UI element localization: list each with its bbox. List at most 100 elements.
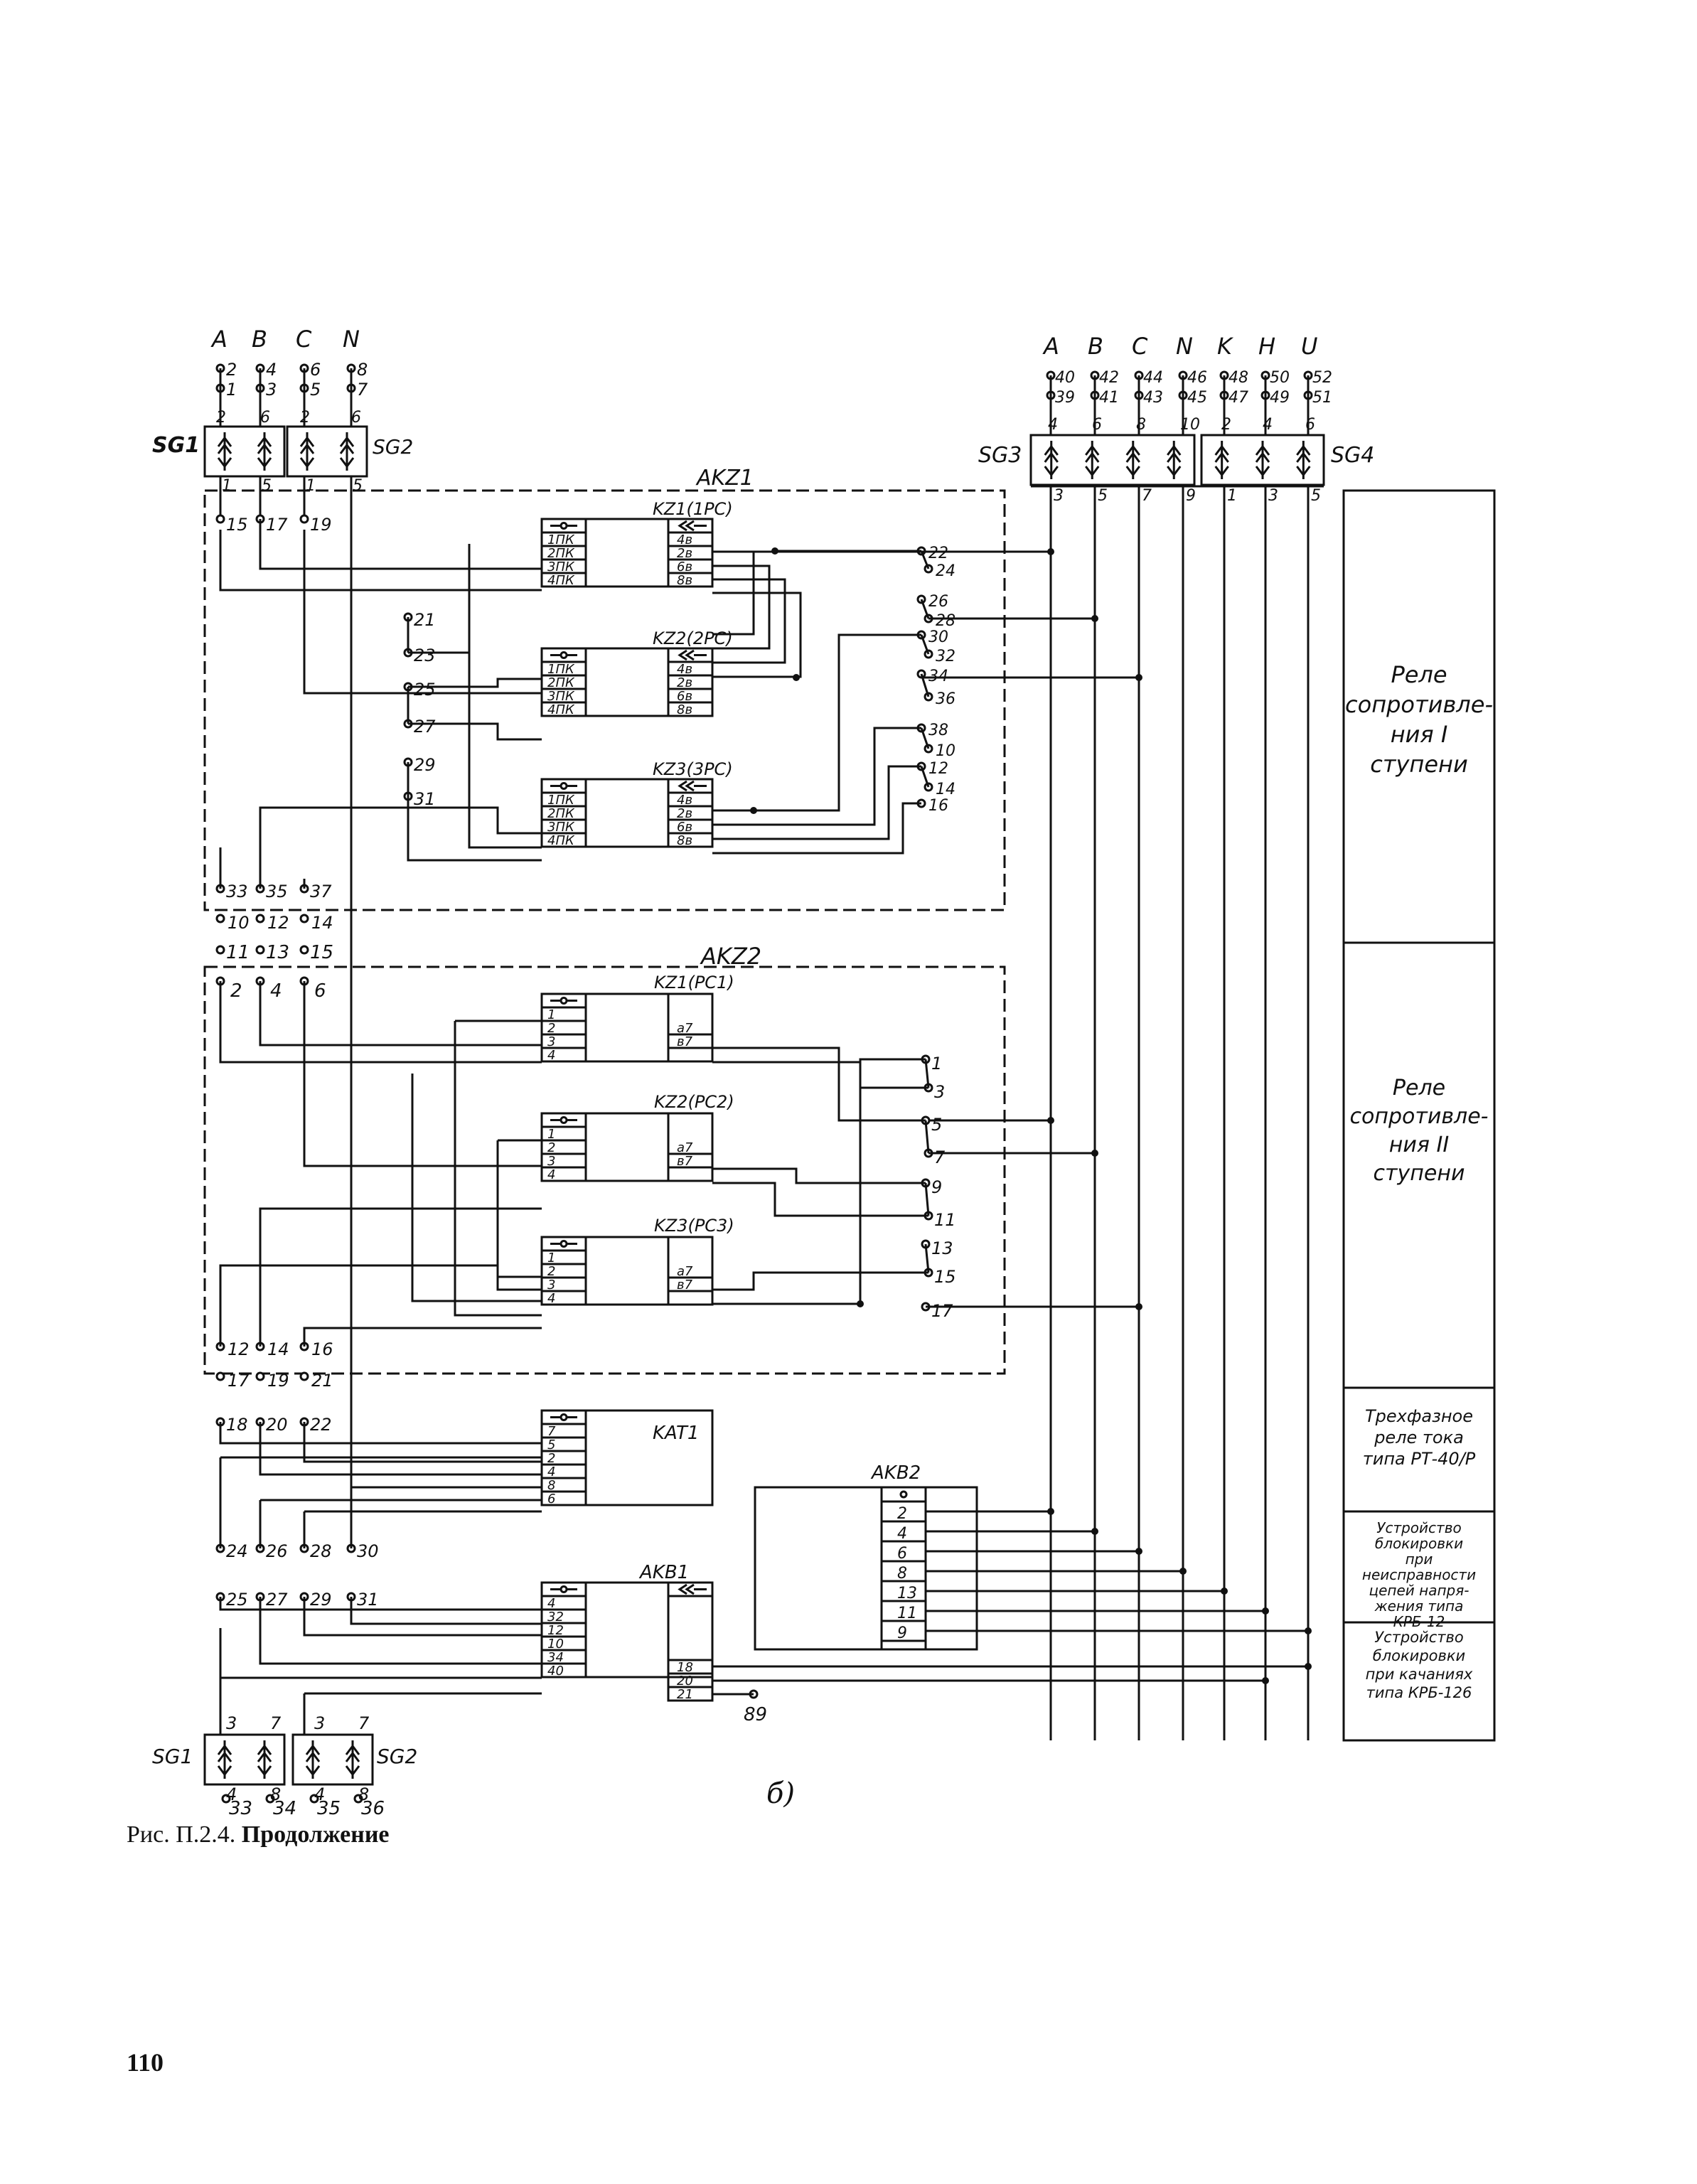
legend-krb12: КРБ-12 [1393,1613,1445,1630]
legend-stage2: ния II [1389,1133,1450,1157]
junction [1221,1588,1228,1595]
contact-icon [550,1116,577,1124]
junction [1179,1568,1187,1575]
terminal-label: 4 [266,360,277,380]
akz1-frame [203,489,1006,911]
contact-icon [550,651,577,659]
pin-label: 5 [1311,487,1321,505]
junction [1305,1663,1312,1670]
pin-label: 40 [547,1664,564,1679]
test-plug-icon [257,432,272,471]
terminal-label: 51 [1312,389,1332,407]
terminal-label: 28 [310,1541,332,1561]
wire [712,1271,928,1291]
pin-label: 2ПК [547,806,575,821]
wire [454,1021,542,1317]
test-plug-icon [217,432,232,471]
terminal-label: 10 [227,913,250,933]
terminal-label: 21 [311,1371,333,1391]
phase-label: A [1042,333,1059,360]
wire [712,1167,926,1184]
pin-column [880,1486,927,1651]
pin-label: 2 [547,1021,555,1036]
pin-label: 4 [547,1596,555,1611]
wire [920,634,930,655]
pin-label: 6 [351,409,361,427]
pin-label: 8 [1136,416,1146,434]
pin-label: 32 [547,1610,564,1624]
wire [920,727,930,749]
wire [408,722,542,741]
test-plug-icon [1125,441,1140,479]
test-plug-icon [1296,441,1311,479]
pin-label: 10 [1180,416,1200,434]
terminal-label: 50 [1270,369,1290,387]
pin-label: 1 [547,1251,555,1265]
akz2-label: AKZ2 [700,943,761,970]
terminal-label: 6 [314,980,326,1002]
phase-label: C [296,326,312,353]
contact-icon [550,522,577,530]
plug-icon [678,780,707,792]
sub-figure-label: б) [766,1777,796,1810]
pin-label: 4 [897,1525,907,1543]
pin-label: 4ПК [547,702,575,717]
phase-label: A [210,326,227,353]
legend-rt40: реле тока [1374,1428,1464,1447]
wire [408,678,542,688]
pin-label: 4 [226,1784,237,1804]
wire [303,1327,542,1347]
wire [712,1061,928,1089]
junction [1135,674,1142,681]
terminal-label: 8 [357,360,368,380]
contact-icon [550,1240,577,1248]
sg2-label: SG2 [373,435,413,459]
pin-label: 1ПК [547,662,575,677]
relay-title: KZ2(2PC) [653,628,733,648]
terminal [265,1794,275,1804]
pin-label: 8 [358,1784,369,1804]
terminal-label: 15 [226,515,248,535]
pin-label: 6в [677,560,692,574]
pin-label: 1 [222,477,232,495]
relay-title: KZ1(1PC) [653,499,733,519]
legend-krb126: типа КРБ-126 [1366,1684,1472,1701]
terminal-label: 15 [934,1267,956,1287]
pin-label: 7 [547,1424,556,1439]
phase-label: N [1176,333,1193,360]
pin-label: 8 [547,1478,555,1493]
pin-label: 3 [547,1154,555,1169]
pin-label: 5 [547,1438,555,1452]
contact-icon [550,1585,577,1593]
terminal-label: 22 [928,545,948,562]
akb2-relay [754,1486,978,1651]
pin-label: 11 [897,1605,917,1622]
terminal [299,514,309,524]
wire [468,544,542,849]
test-plug-icon [1085,441,1100,479]
terminal-label: 7 [934,1147,946,1167]
legend-krb12: жения типа [1374,1597,1464,1615]
terminal-label: 29 [414,755,436,775]
wire [259,519,542,570]
terminal-label: 2 [226,360,237,380]
terminal [299,945,309,955]
terminal-label: 30 [357,1541,379,1561]
pin-label: 1 [547,1007,555,1022]
wire [411,1074,542,1302]
wire [219,981,542,1064]
pin-label: 2ПК [547,675,575,690]
terminal-label: 31 [414,789,436,809]
pin-label: 3 [547,1278,555,1292]
legend-stage1: Реле [1391,661,1447,688]
terminal-label: 7 [357,380,368,400]
wire [712,564,771,650]
sg4-block [1200,434,1325,486]
pin-label: 4 [547,1048,555,1063]
wire [259,981,542,1046]
wire [259,1422,542,1476]
wire [924,1243,930,1273]
pin-label: 6 [547,1492,555,1506]
terminal-label: 18 [226,1415,248,1435]
